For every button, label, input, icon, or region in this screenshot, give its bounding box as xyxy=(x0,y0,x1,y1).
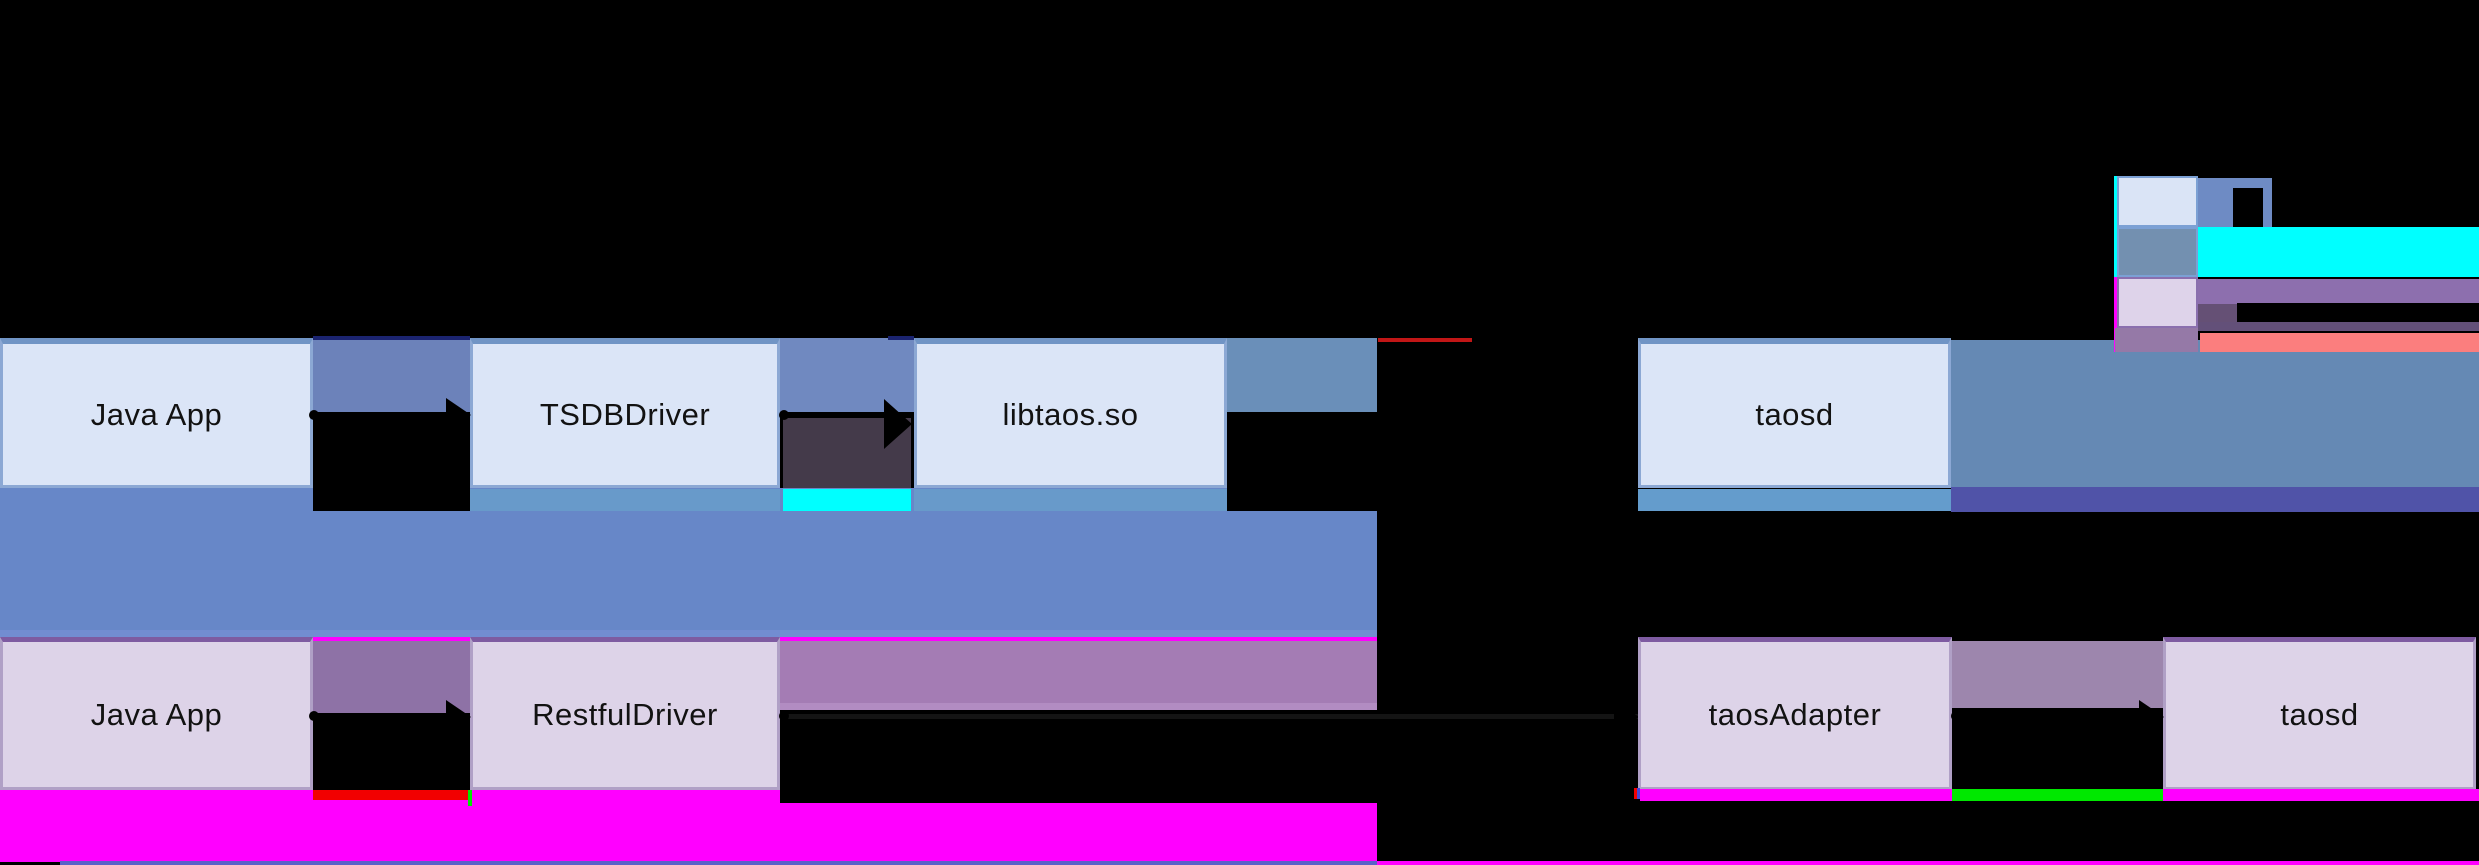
connector-taosadapter-taosd-highlight xyxy=(1952,641,2163,708)
red-line-top xyxy=(1378,338,1472,342)
indigo-strip xyxy=(1951,487,2479,512)
arrowhead-into-taosadapter xyxy=(1614,700,1639,734)
highlight-band-cornflower xyxy=(0,488,1377,637)
arrow-start-dot xyxy=(309,410,319,420)
arrowhead-into-restfuldriver xyxy=(446,700,471,734)
magenta-line-mauve-band xyxy=(780,637,1377,641)
navy-top-line-connector2 xyxy=(888,336,914,340)
strip-under-libtaos xyxy=(914,489,1227,511)
arrow-line-tsdb-libtaos xyxy=(786,412,886,417)
node-label: libtaos.so xyxy=(1002,396,1139,432)
node-label: Java App xyxy=(90,396,223,432)
connector-javaapp-tsdb-highlight xyxy=(313,338,470,412)
node-taos-adapter: taosAdapter xyxy=(1638,637,1952,790)
black-gap-connector1 xyxy=(313,412,470,511)
arrow-line-taosadapter-taosd xyxy=(1958,713,2163,718)
mauve-band-after-restful xyxy=(780,641,1377,710)
arrow-line-restful-taosadapter xyxy=(786,714,1638,719)
node-taosd-jni: taosd xyxy=(1638,338,1951,488)
magenta-strip-under-taosadapter xyxy=(1640,789,1952,801)
legend-band-purple-dark xyxy=(2198,322,2479,331)
arrow-line-javaapp-restful xyxy=(316,713,468,718)
arrow-start-dot xyxy=(779,711,789,721)
node-java-app-jni: Java App xyxy=(0,338,313,488)
cyan-strip xyxy=(783,489,911,511)
arrow-start-dot xyxy=(309,711,319,721)
strip-under-taosd-jni xyxy=(1638,489,1951,511)
steel-area-right-of-taosd xyxy=(1951,340,2479,487)
node-restful-driver: RestfulDriver xyxy=(470,637,780,790)
arrowhead-into-taosd-top xyxy=(1614,398,1639,432)
bottom-magenta-line xyxy=(1377,861,2479,865)
node-java-app-rest: Java App xyxy=(0,637,313,790)
navy-top-line-connector1 xyxy=(313,336,470,340)
legend-swatch-light-blue xyxy=(2117,176,2198,227)
arrowhead-into-libtaos xyxy=(884,399,912,449)
red-line-bottom xyxy=(313,790,470,800)
green-strip xyxy=(1952,789,2163,801)
node-label: taosd xyxy=(1755,396,1834,432)
node-label: Java App xyxy=(90,696,223,732)
arrow-line-javaapp-tsdb xyxy=(316,412,468,417)
legend-swatch-lavender xyxy=(2117,277,2198,328)
legend-edge-sliver-magenta xyxy=(2114,277,2117,352)
node-libtaos: libtaos.so xyxy=(914,338,1227,488)
arrowhead-into-taosd-bottom xyxy=(2139,700,2164,734)
mauve-band-bottom-edge xyxy=(780,703,1377,710)
arrowhead-into-tsdbdriver xyxy=(446,398,471,432)
node-label: TSDBDriver xyxy=(539,396,711,432)
node-label: RestfulDriver xyxy=(532,696,718,732)
legend-text-fragment-2 xyxy=(2237,303,2479,323)
node-tsdb-driver: TSDBDriver xyxy=(470,338,780,488)
cornflower-band-bottom-edge xyxy=(0,630,1377,637)
bottom-blue-line xyxy=(60,861,1377,865)
legend-band-purple-wedge xyxy=(2198,304,2237,322)
node-taosd-rest: taosd xyxy=(2163,637,2476,790)
red-sliver-taosadapter xyxy=(1634,788,1637,799)
arrow-start-dot xyxy=(779,410,789,420)
green-sliver xyxy=(468,790,472,806)
node-label: taosAdapter xyxy=(1708,696,1882,732)
node-label: taosd xyxy=(2280,696,2359,732)
legend-mauve-block xyxy=(2115,328,2198,352)
steel-bar-after-libtaos xyxy=(1227,338,1377,412)
black-gap-under-steel-bar xyxy=(1227,412,1377,511)
magenta-line-connector1 xyxy=(313,637,470,641)
legend-swatch-steel-blue xyxy=(2117,227,2198,277)
legend-text-fragment-1 xyxy=(2233,188,2263,227)
indigo-sliver-taosadapter xyxy=(1637,788,1640,799)
magenta-strip-under-taosd xyxy=(2163,789,2479,801)
legend-band-cyan xyxy=(2198,227,2479,277)
connector-javaapp-restful-highlight xyxy=(313,641,470,713)
legend-band-salmon xyxy=(2200,333,2479,352)
legend-edge-sliver-cyan xyxy=(2114,176,2117,277)
strip-under-tsdbdriver xyxy=(470,489,780,511)
arrow-start-dot xyxy=(1951,711,1961,721)
arrow-line-libtaos-taosd xyxy=(1377,412,1622,417)
magenta-band-right xyxy=(780,803,1377,862)
magenta-band-left xyxy=(0,790,780,862)
